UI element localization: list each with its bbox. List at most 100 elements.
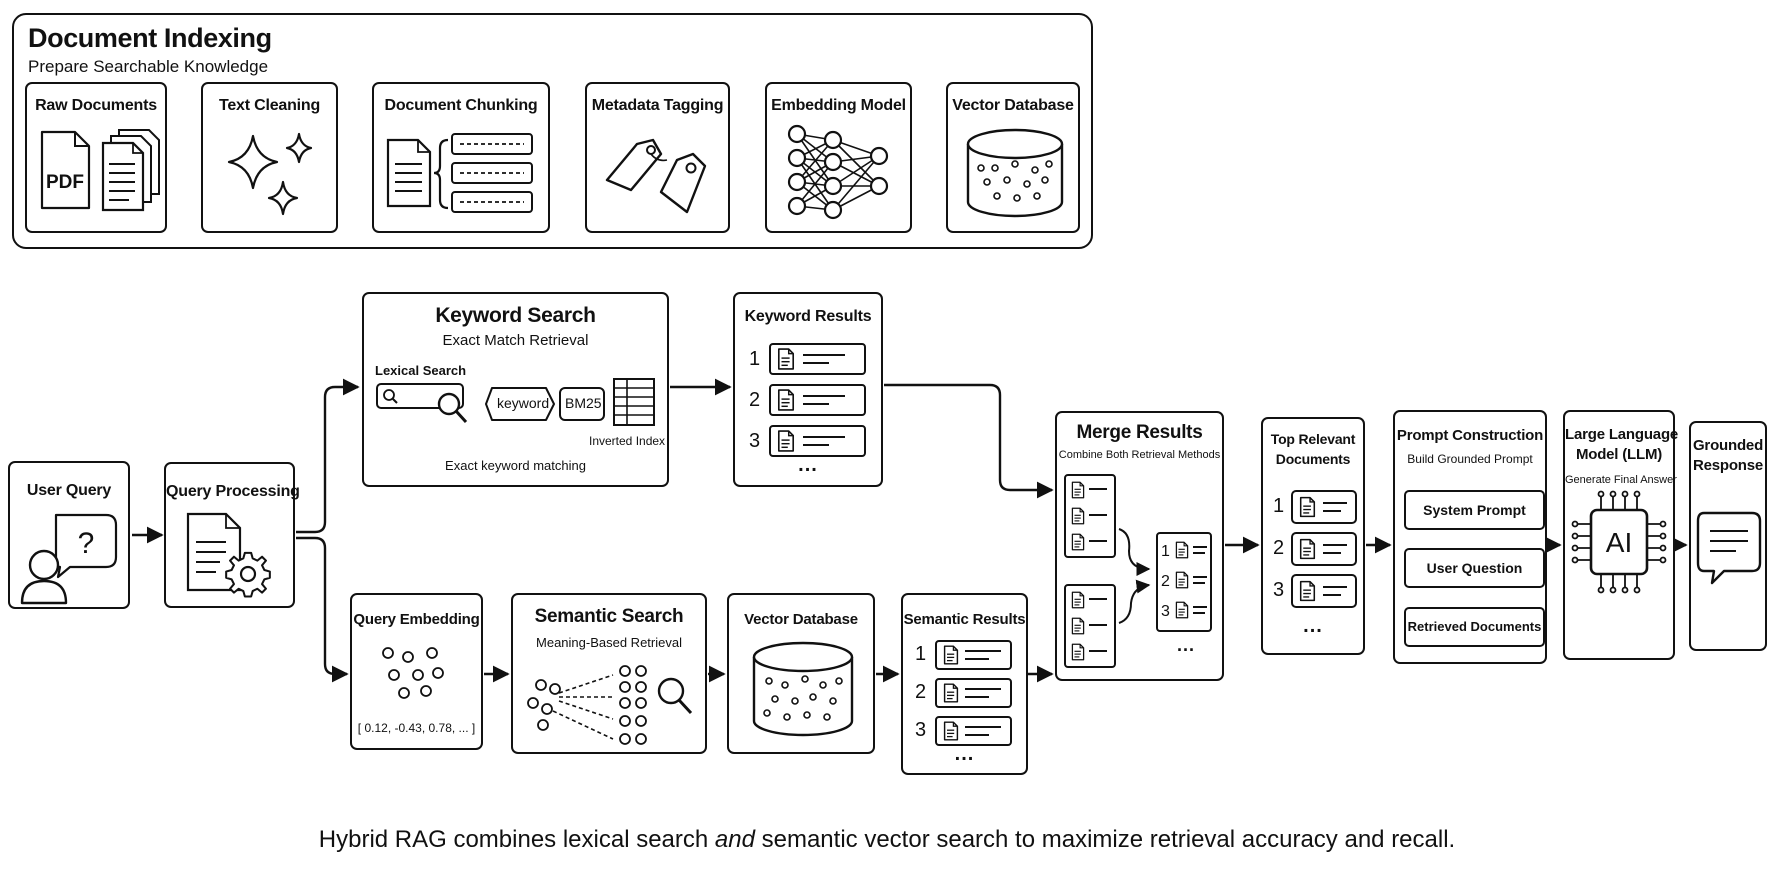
rank-number: 1 bbox=[1273, 495, 1285, 517]
node-subtitle: Build Grounded Prompt bbox=[1407, 452, 1533, 466]
rank-number: 3 bbox=[1161, 603, 1170, 620]
merge-results-node: Merge Results Combine Both Retrieval Met… bbox=[1055, 411, 1224, 681]
node-title-line2: Response bbox=[1692, 457, 1764, 474]
step-embedding-model: Embedding Model bbox=[765, 82, 912, 233]
ai-chip-icon: AI bbox=[1571, 490, 1667, 594]
semantic-results-node: Semantic Results 1 2 3 ... bbox=[901, 593, 1028, 775]
rank-number: 2 bbox=[1161, 573, 1170, 590]
step-label: Metadata Tagging bbox=[591, 97, 724, 114]
rank-number: 2 bbox=[1273, 537, 1285, 559]
speech-bubble-icon bbox=[1696, 511, 1762, 585]
more-indicator: ... bbox=[954, 743, 975, 765]
semantic-search-node: Semantic Search Meaning-Based Retrieval bbox=[511, 593, 707, 754]
figure-caption: Hybrid RAG combines lexical search and s… bbox=[0, 826, 1774, 854]
rank-number: 3 bbox=[1273, 579, 1285, 601]
node-title: Query Processing bbox=[166, 483, 300, 500]
step-label: Text Cleaning bbox=[218, 97, 321, 114]
node-subtitle: Meaning-Based Retrieval bbox=[536, 635, 682, 650]
pdf-label: PDF bbox=[46, 172, 84, 193]
pdf-file-icon: PDF bbox=[40, 130, 91, 210]
top-document-list bbox=[1291, 490, 1357, 608]
step-document-chunking: Document Chunking bbox=[372, 82, 550, 233]
node-title: Semantic Results bbox=[903, 611, 1026, 628]
panel-subtitle: Prepare Searchable Knowledge bbox=[28, 57, 269, 76]
arrow-processing-to-embedding bbox=[296, 536, 349, 683]
database-cylinder-icon bbox=[752, 641, 854, 737]
user-query-node: User Query ? bbox=[8, 461, 130, 609]
system-prompt-block: System Prompt bbox=[1404, 490, 1545, 530]
arrow-kresults-to-merge bbox=[884, 383, 1054, 499]
step-text-cleaning: Text Cleaning bbox=[201, 82, 338, 233]
prompt-construction-node: Prompt Construction Build Grounded Promp… bbox=[1393, 410, 1547, 664]
node-title: Semantic Search bbox=[534, 606, 684, 627]
node-title: Vector Database bbox=[744, 611, 858, 628]
ai-chip-label: AI bbox=[1606, 527, 1632, 558]
llm-node: Large Language Model (LLM) Generate Fina… bbox=[1563, 410, 1678, 660]
node-title-line1: Top Relevant bbox=[1270, 431, 1356, 447]
node-title: Prompt Construction bbox=[1396, 427, 1544, 444]
top-relevant-documents-node: Top Relevant Documents 1 2 3 ... bbox=[1261, 417, 1365, 655]
sparkle-icon bbox=[227, 132, 313, 216]
embedding-points-icon bbox=[382, 647, 444, 699]
query-processing-node: Query Processing bbox=[164, 462, 300, 608]
node-title: Keyword Results bbox=[744, 308, 872, 325]
bm25-chip-label: BM25 bbox=[565, 395, 602, 411]
step-label: Raw Documents bbox=[35, 97, 157, 114]
step-raw-documents: Raw Documents PDF bbox=[25, 82, 167, 233]
neural-network-icon bbox=[787, 124, 889, 220]
lexical-search-label: Lexical Search bbox=[375, 363, 467, 378]
embedding-vector-text: [ 0.12, -0.43, 0.78, ... ] bbox=[357, 721, 476, 735]
user-question-icon: ? bbox=[20, 513, 118, 605]
keyword-footer: Exact keyword matching bbox=[445, 458, 586, 473]
keyword-search-node: Keyword Search Exact Match Retrieval Lex… bbox=[362, 292, 669, 487]
document-settings-icon bbox=[186, 512, 271, 598]
inverted-index-table-icon bbox=[613, 378, 655, 426]
node-subtitle: Generate Final Answer bbox=[1565, 474, 1677, 486]
arrow-processing-to-keyword bbox=[296, 378, 360, 534]
user-question-block: User Question bbox=[1404, 548, 1545, 588]
caption-before: Hybrid RAG combines lexical search bbox=[318, 826, 715, 853]
rank-number: 3 bbox=[915, 719, 927, 741]
step-vector-database: Vector Database bbox=[946, 82, 1080, 233]
rank-number: 1 bbox=[1161, 543, 1170, 560]
more-indicator: ... bbox=[798, 454, 818, 476]
step-label: Vector Database bbox=[952, 97, 1074, 114]
panel-title: Document Indexing bbox=[28, 23, 272, 53]
node-title: User Query bbox=[26, 482, 112, 499]
step-metadata-tagging: Metadata Tagging bbox=[585, 82, 730, 233]
rank-number: 1 bbox=[915, 643, 927, 665]
keyword-chip-label: keyword bbox=[497, 395, 550, 411]
keyword-results-node: Keyword Results 1 2 3 ... bbox=[733, 292, 883, 487]
inverted-index-label: Inverted Index bbox=[589, 434, 666, 448]
bm25-chip bbox=[559, 387, 605, 421]
result-document-list bbox=[769, 343, 866, 457]
rank-number: 3 bbox=[749, 430, 761, 452]
search-bar-icon bbox=[376, 383, 468, 424]
rank-number: 2 bbox=[749, 389, 761, 411]
tag-icon bbox=[605, 138, 707, 214]
node-title: Keyword Search bbox=[435, 304, 596, 327]
chunking-icon bbox=[386, 133, 533, 213]
document-stack-icon bbox=[101, 129, 160, 212]
database-cylinder-icon bbox=[966, 128, 1064, 218]
node-subtitle: Combine Both Retrieval Methods bbox=[1058, 449, 1221, 461]
result-document-list bbox=[935, 640, 1012, 746]
node-title: Merge Results bbox=[1076, 422, 1203, 443]
more-indicator: ... bbox=[1177, 635, 1196, 655]
more-indicator: ... bbox=[1303, 615, 1323, 637]
retrieved-documents-block: Retrieved Documents bbox=[1404, 607, 1545, 647]
node-title-line2: Model (LLM) bbox=[1575, 446, 1663, 463]
document-indexing-panel: Document Indexing Prepare Searchable Kno… bbox=[12, 13, 1093, 249]
query-vector-database-node: Vector Database bbox=[727, 593, 875, 754]
node-title: Query Embedding bbox=[353, 611, 480, 628]
node-title-line2: Documents bbox=[1275, 451, 1351, 467]
query-embedding-node: Query Embedding [ 0.12, -0.43, 0.78, ...… bbox=[350, 593, 483, 750]
merge-diagram-icon bbox=[1064, 474, 1212, 668]
question-mark-glyph: ? bbox=[78, 527, 95, 560]
rank-number: 2 bbox=[915, 681, 927, 703]
node-subtitle: Exact Match Retrieval bbox=[442, 332, 589, 349]
grounded-response-node: Grounded Response bbox=[1689, 421, 1767, 651]
rank-number: 1 bbox=[749, 348, 761, 370]
caption-after: semantic vector search to maximize retri… bbox=[754, 826, 1456, 853]
